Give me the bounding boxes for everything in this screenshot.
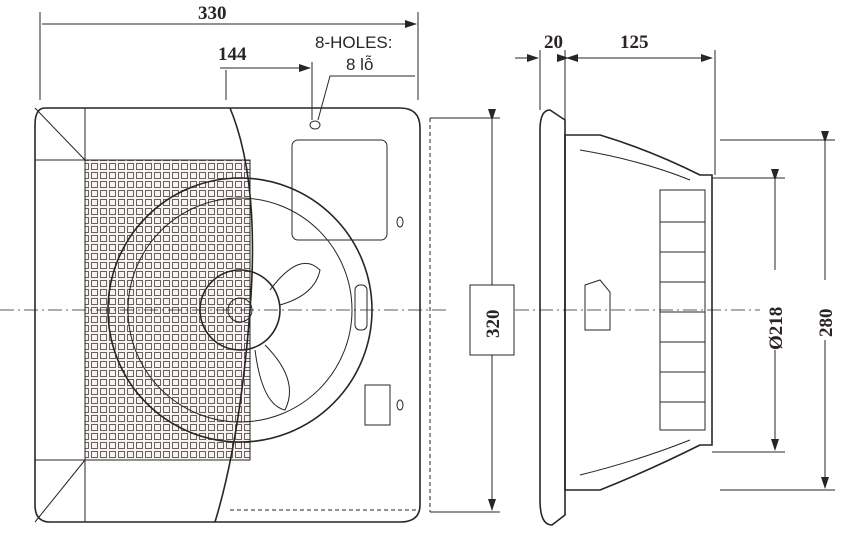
dimension-height-280: 280 [720, 131, 842, 491]
front-panel-outline [34, 107, 421, 523]
dimension-width: 330 [39, 3, 419, 100]
dim-280-label: 280 [816, 309, 837, 338]
side-body [564, 134, 713, 491]
dimension-height-320: 320 [430, 109, 515, 513]
dim-20-label: 20 [544, 32, 563, 53]
holes-callout: 8-HOLES: 8 lỗ [315, 33, 415, 121]
dimension-diameter-218: Ø218 [712, 169, 790, 453]
holes-note-line1: 8-HOLES: [315, 33, 392, 52]
side-flange [539, 109, 566, 526]
dim-218-label: Ø218 [766, 307, 787, 350]
mounting-hole [309, 120, 321, 130]
dimension-depth-125: 125 [557, 32, 716, 175]
dimension-flange-20: 20 [515, 32, 590, 120]
dim-144-label: 144 [218, 44, 247, 65]
dim-320-label: 320 [483, 310, 504, 339]
dim-125-label: 125 [620, 32, 649, 53]
holes-note-line2: 8 lỗ [346, 55, 373, 74]
front-view [0, 107, 450, 523]
dimension-hole-offset: 144 [218, 44, 313, 120]
dim-330-label: 330 [198, 3, 227, 24]
side-view [515, 109, 760, 526]
